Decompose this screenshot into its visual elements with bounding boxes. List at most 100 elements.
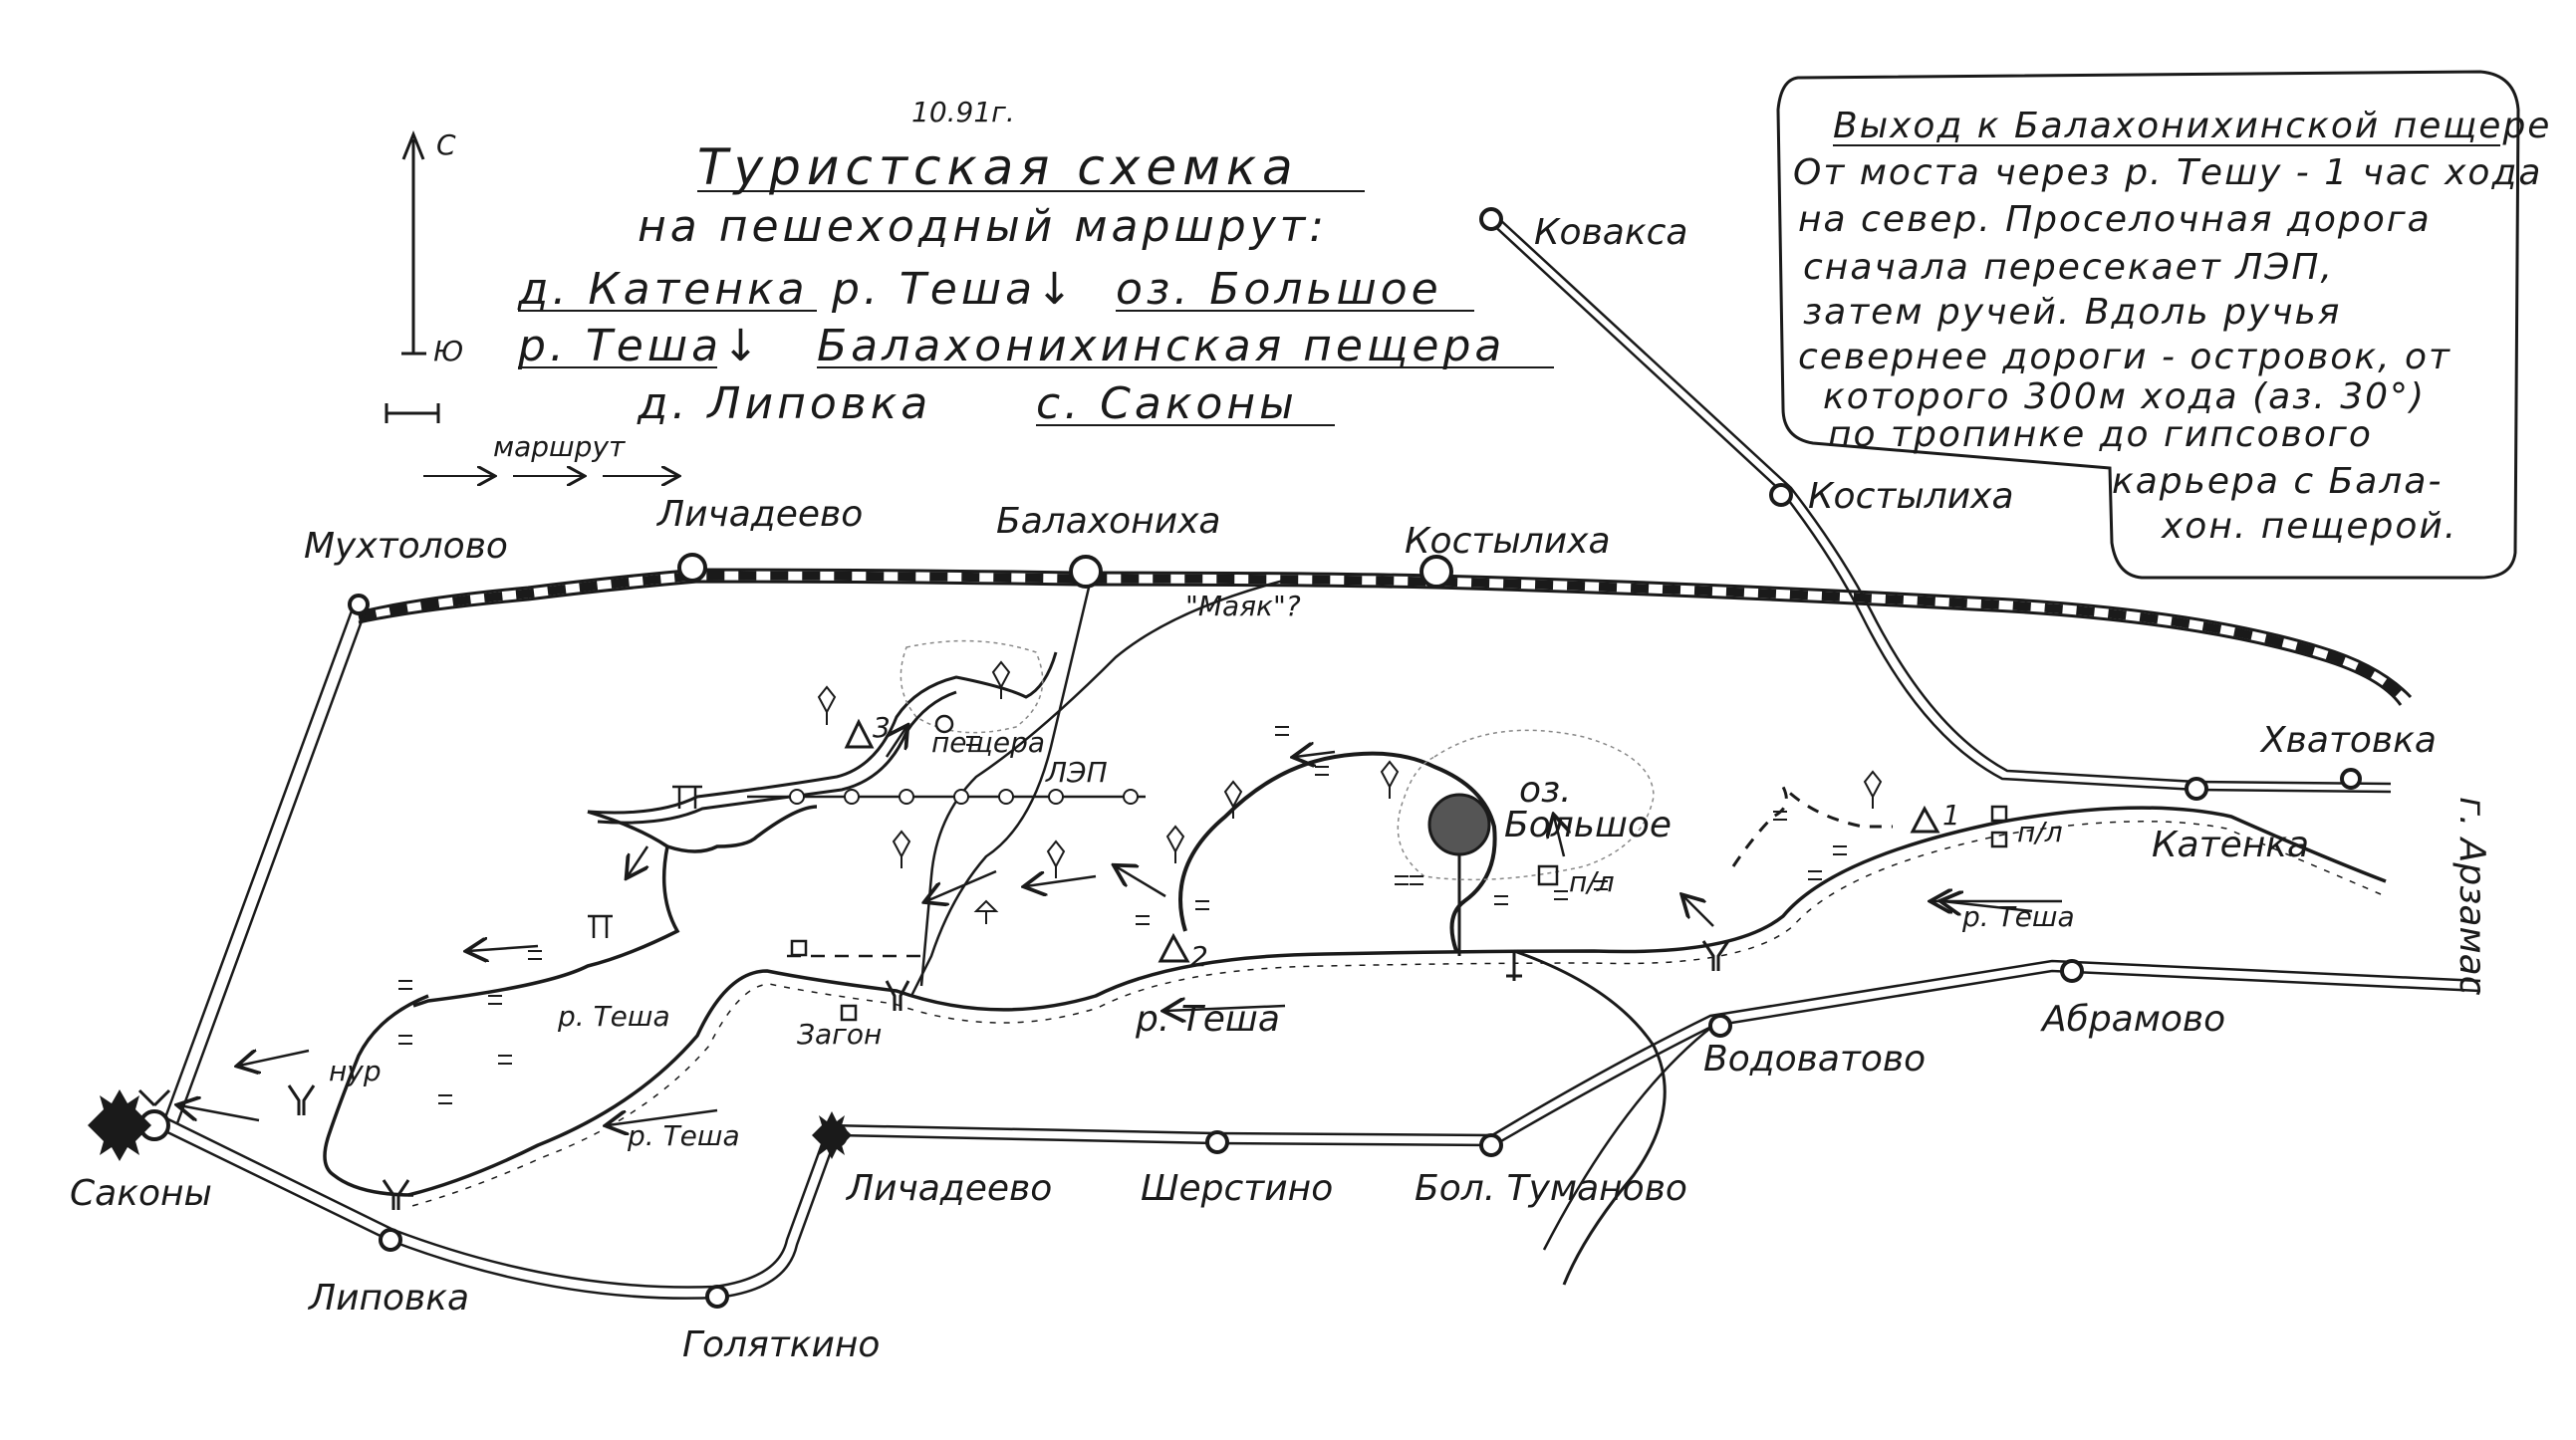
note-line: по тропинке до гипсового [1828,414,2373,455]
map-subtitle: на пешеходный маршрут: [638,201,1328,252]
route-arrows-icon [179,727,2062,1125]
tree-icon [817,660,1883,924]
settlement-mukhtolovo-icon [348,594,370,615]
settlement-khvatovka2-icon [2340,768,2362,790]
compass-north: С [436,128,456,161]
note-line: севернее дороги - островок, от [1798,337,2451,377]
place-katenka: Катенка [2152,825,2309,865]
note-line: сначала пересекает ЛЭП, [1803,247,2334,288]
place-kovakse: Ковакса [1534,212,1687,253]
lake-bolshoe-icon [1427,793,1491,856]
river-label-east: р. Теша [1961,900,2075,933]
route-east-dashed [1731,785,1893,867]
church-icon [812,1111,852,1159]
road-mukhtolovo-sakony [162,604,369,1124]
river-label-west: р. Теша [627,1119,740,1152]
place-nur: нур [329,1055,382,1087]
route-point-lipovka: д. Липовка [637,378,931,429]
note-line: которого 300м хода (аз. 30°) [1823,376,2426,417]
settlement-sherstino-icon [1205,1130,1229,1154]
power-line-label: ЛЭП [1045,756,1108,789]
date-label: 10.91г. [911,96,1015,128]
cave-outline [900,639,1044,734]
river-label-main: р. Теша [1135,999,1280,1040]
place-kostylikha: Костылиха [1405,521,1611,562]
place-sherstino: Шерстино [1141,1168,1333,1209]
place-golyatkino: Голяткино [682,1324,880,1365]
note-line: карьера с Бала- [2112,461,2443,502]
scale-bar-icon [385,403,440,423]
route-point-cave: Балахонихинская пещера [817,321,1505,371]
route-point-katenka: д. Катенка [517,264,809,315]
place-sakony: Саконы [70,1173,212,1214]
camp-3-number: 3 [873,711,891,744]
pioneer-camp-label: п/л [2017,816,2063,848]
camp-icon [844,718,1940,963]
place-mukhtolovo: Мухтолово [304,526,508,567]
place-kostylikha-ne: Костылиха [1808,476,2014,517]
compass-arrow-icon [401,129,426,356]
road-south [158,959,2481,1300]
building-icon [588,785,2008,1022]
church-icon [88,1089,151,1161]
power-line-poles [789,789,1139,805]
road-kovakse [1488,216,2392,794]
place-cave: пещера [931,726,1045,759]
settlement-markers [138,207,2362,1309]
note-line: От моста через р. Тешу - 1 час хода [1793,152,2542,193]
route-point-tesha: р. Теша↓ [831,264,1077,315]
settlement-vodovatovo-icon [1708,1014,1732,1038]
note-line: хон. пещерой. [2161,506,2457,547]
place-lichadeevo-north: Личадеево [655,494,863,535]
cave-icon [934,714,954,734]
note-line: на север. Проселочная дорога [1798,199,2432,240]
place-bol-tumanovo: Бол. Туманово [1415,1168,1687,1209]
bridge-icon [137,940,1730,1210]
note-line: затем ручей. Вдоль ручья [1803,292,2341,333]
route-point-sakony: с. Саконы [1036,378,1298,429]
place-vodovatovo: Водоватово [1703,1039,1926,1080]
bridge-post-icon [1506,951,1522,981]
dirt-road-balakhonikha [909,576,1296,997]
pioneer-camp-label: п/л [1569,865,1615,898]
settlement-lipovka-icon [379,1228,402,1252]
settlement-kostylikha-icon [1419,555,1453,589]
camp-2-number: 2 [1190,940,1208,973]
marsh-symbols [398,726,1847,1104]
compass-south: Ю [433,335,463,367]
place-zagon: Загон [797,1018,882,1051]
road-vodovatovo [1542,1025,1714,1251]
place-lipovka: Липовка [307,1278,469,1319]
lake-outline [1397,729,1655,881]
settlement-lichadeevo-n-icon [677,553,707,583]
place-lake: оз. [1519,770,1572,811]
legend-route-label: маршрут [493,430,626,463]
route-point-bolshoe: оз. Большое [1116,264,1442,315]
river-tesha [407,806,2387,1208]
settlement-khvatovka-icon [2185,777,2208,801]
map-title: Туристская схемка [697,138,1299,196]
route-point-tesha-2: р. Теша↓ [517,321,763,371]
place-balakhonikha: Балахониха [996,501,1220,542]
camp-1-number: 1 [1942,799,1960,832]
settlement-tumanovo-icon [1479,1133,1503,1157]
settlement-kovakse-icon [1479,207,1503,231]
settlement-balakhonikha-icon [1069,555,1103,589]
track-to-tumanovo [1513,949,1667,1286]
place-arzamas: г. Арзамас [2451,797,2492,996]
railway-line [357,568,2413,706]
place-abramovo: Абрамово [2040,999,2225,1040]
settlement-kostylikha-ne-icon [1769,483,1793,507]
place-mayak: "Маяк"? [1185,590,1301,622]
settlement-abramovo-icon [2060,959,2084,983]
river-label-nw: р. Теша [557,1000,670,1033]
place-lake-name: Большое [1504,805,1672,845]
river-tesha-west [323,805,818,1197]
note-heading: Выход к Балахонихинской пещере [1833,106,2551,146]
settlement-golyatkino-icon [705,1285,729,1309]
note-frame [1776,70,2520,580]
place-lichadeevo-south: Личадеево [845,1168,1052,1209]
place-khvatovka: Хватовка [2259,720,2437,761]
river-loop [1178,751,1497,952]
